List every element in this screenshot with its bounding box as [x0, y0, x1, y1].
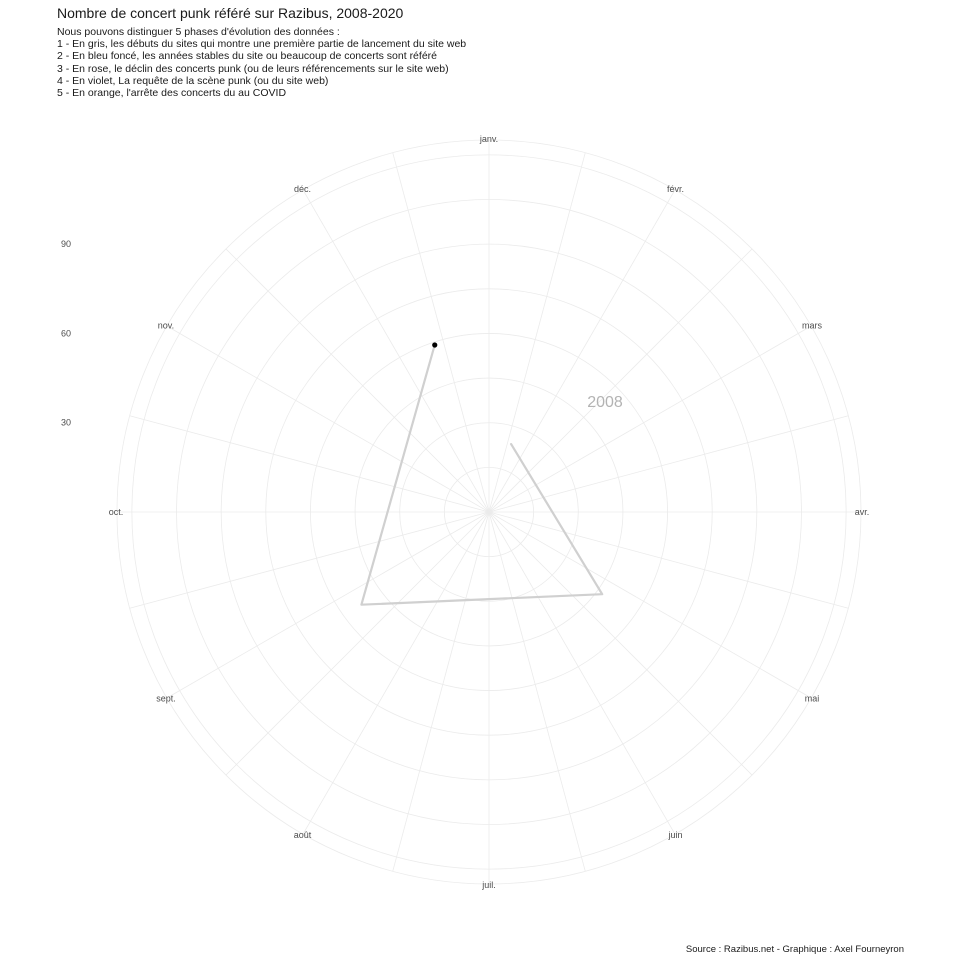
subtitle-line: 1 - En gris, les débuts du sites qui mon…: [57, 38, 467, 51]
chart-caption: Source : Razibus.net - Graphique : Axel …: [685, 944, 904, 955]
chart-title: Nombre de concert punk référé sur Razibu…: [57, 5, 404, 21]
angular-grid-line: [488, 511, 812, 699]
chart-subtitle: Nous pouvons distinguer 5 phases d'évolu…: [57, 26, 466, 99]
month-label: avr.: [855, 507, 870, 517]
month-label: oct.: [109, 507, 124, 517]
month-label: nov.: [158, 321, 174, 331]
angular-grid-line: [488, 415, 849, 513]
angular-grid-line: [129, 511, 490, 609]
angular-grid-line: [166, 511, 490, 699]
angular-grid-line: [392, 152, 490, 513]
subtitle-line: Nous pouvons distinguer 5 phases d'évolu…: [57, 26, 340, 38]
angular-grid-line: [166, 325, 490, 513]
angular-grid-line: [392, 511, 490, 872]
angular-grid-line: [302, 511, 490, 835]
r-tick-label: 30: [61, 418, 71, 428]
r-tick-label: 60: [61, 328, 71, 338]
angular-grid-line: [488, 325, 812, 513]
angular-grid-line: [225, 511, 490, 776]
angular-grid-line: [225, 248, 490, 513]
month-label: janv.: [479, 134, 498, 144]
angular-grid-line: [488, 511, 676, 835]
angular-grid-line: [488, 511, 753, 776]
angular-grid-line: [488, 511, 849, 609]
angular-grid-line: [488, 152, 586, 513]
angular-grid-line: [488, 511, 586, 872]
series-end-point: [432, 342, 438, 348]
series-line: [360, 343, 604, 606]
year-label: 2008: [587, 394, 623, 411]
month-label: févr.: [667, 184, 684, 194]
angular-grid-line: [488, 189, 676, 513]
month-label: mars: [802, 321, 822, 331]
month-label: sept.: [156, 694, 176, 704]
month-label: déc.: [294, 184, 311, 194]
month-label: juin: [667, 830, 682, 840]
angular-grid-line: [488, 248, 753, 513]
angular-grid-line: [129, 415, 490, 513]
angular-grid-line: [302, 189, 490, 513]
subtitle-line: 2 - En bleu foncé, les années stables du…: [57, 50, 437, 63]
subtitle-line: 3 - En rose, le déclin des concerts punk…: [57, 62, 449, 75]
subtitle-line: 5 - En orange, l'arrête des concerts du …: [57, 87, 287, 100]
r-tick-label: 90: [61, 239, 71, 249]
month-label: août: [294, 830, 312, 840]
subtitle-line: 4 - En violet, La requête de la scène pu…: [57, 74, 329, 87]
month-label: juil.: [481, 880, 496, 890]
month-label: mai: [805, 694, 820, 704]
